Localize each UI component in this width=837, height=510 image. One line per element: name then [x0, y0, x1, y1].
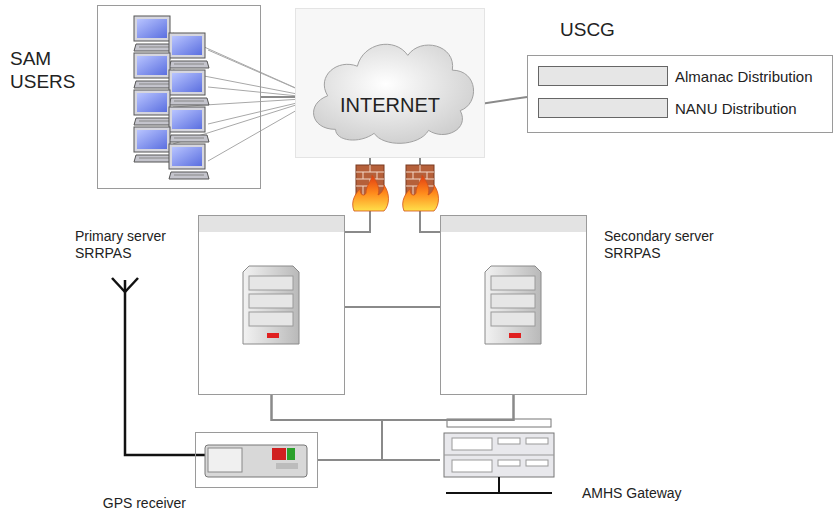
connector-line — [272, 395, 441, 460]
service-label: NANU Distribution — [675, 99, 797, 119]
firewall-icon — [403, 165, 439, 211]
service-box: Almanac Distribution — [538, 66, 668, 86]
server-box: Secondary server SRRPAS — [440, 215, 587, 395]
connector-line — [272, 395, 383, 460]
server-label: Secondary server SRRPAS — [604, 228, 728, 262]
internet-cloud: INTERNET — [295, 8, 485, 158]
cloud-shape — [296, 9, 484, 157]
server-box: Primary server SRRPAS — [198, 215, 345, 395]
service-box: NANU Distribution — [538, 98, 668, 118]
service-label: Almanac Distribution — [675, 67, 813, 87]
firewall-icon — [353, 165, 389, 211]
device-label: AMHS Gateway — [582, 485, 682, 502]
connector-line — [345, 307, 440, 308]
organization-label: USCG — [560, 19, 615, 42]
connector-line — [318, 395, 514, 460]
cloud-label: INTERNET — [296, 93, 484, 117]
connector-line — [382, 395, 514, 460]
user-group-box: SAM USERS — [97, 5, 261, 189]
device-label: GPS receiver — [103, 495, 186, 510]
gateway-box: AMHS Gateway — [440, 415, 555, 488]
receiver-box: GPS receiver — [195, 432, 318, 488]
server-label: Primary server SRRPAS — [75, 228, 191, 262]
group-label: SAM USERS — [10, 48, 84, 94]
organization-box: USCGAlmanac DistributionNANU Distributio… — [527, 55, 833, 133]
